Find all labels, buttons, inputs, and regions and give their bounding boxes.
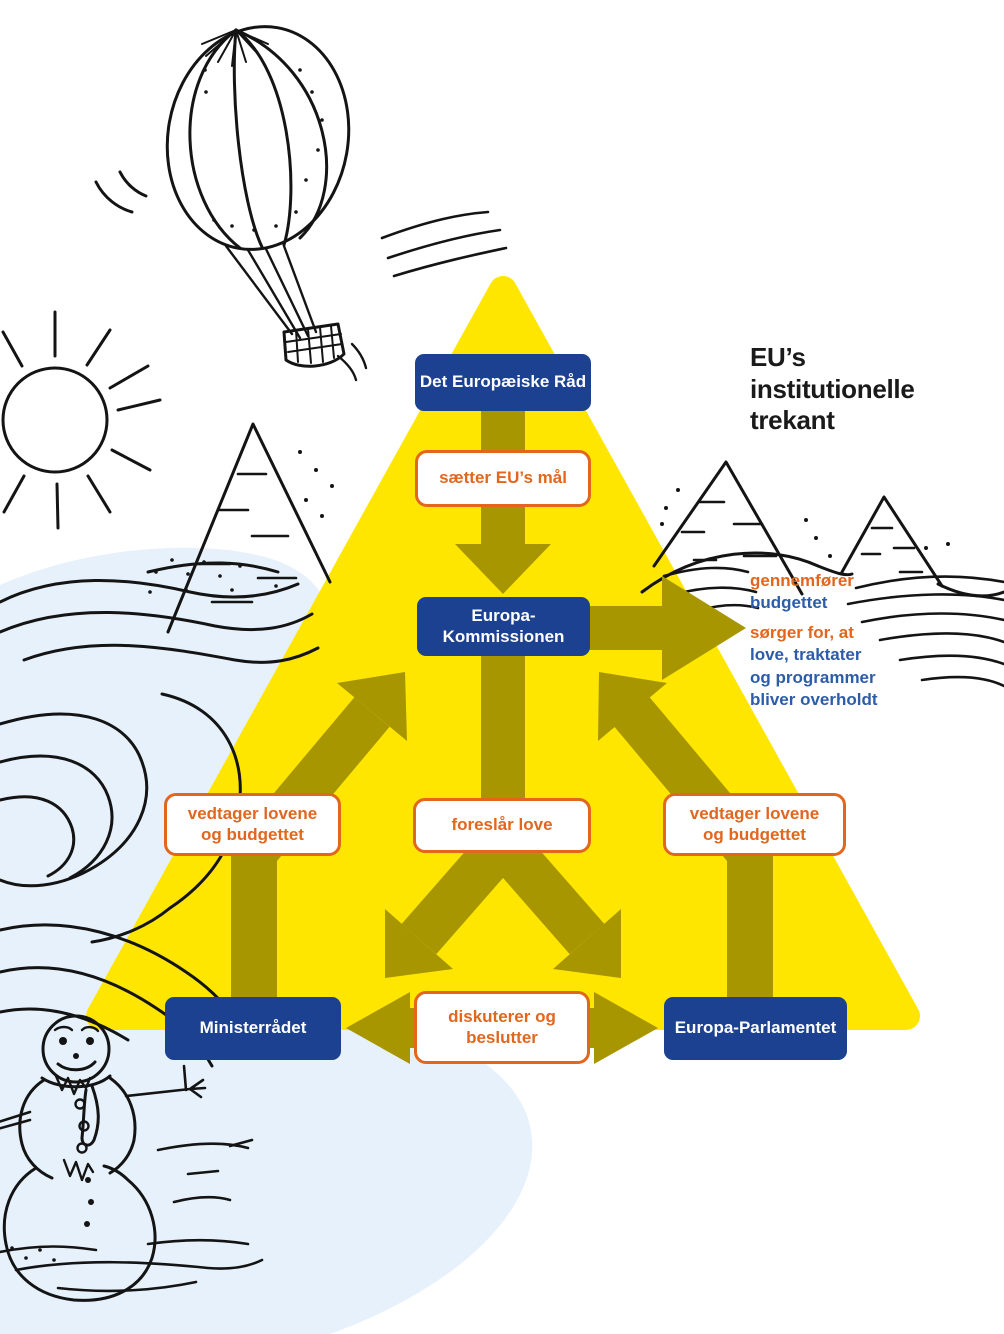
infographic-title: EU’s institutionelle trekant: [750, 342, 915, 436]
arrow-foreslaar-split: [385, 656, 621, 978]
note-soerger-for: sørger for, at love, traktater og progra…: [750, 622, 990, 712]
label-foreslaar-love: foreslår love: [413, 798, 591, 853]
node-det-europaeiske-raad: Det Europæiske Råd: [415, 354, 591, 411]
note-budgettet: budgettet: [750, 593, 828, 613]
hot-air-balloon-illustration: [94, 25, 508, 382]
label-saetter-eus-maal: sætter EU’s mål: [415, 450, 591, 507]
note-soerger-for-rest: love, traktater og programmer bliver ove…: [750, 645, 878, 710]
note-gennemfoerer-budgettet: gennemfører budgettet: [750, 570, 990, 615]
node-europa-kommissionen: Europa- Kommissionen: [417, 597, 590, 656]
node-europa-parlamentet: Europa-Parlamentet: [664, 997, 847, 1060]
sun-illustration: [1, 310, 162, 530]
snowman-illustration: [0, 1014, 264, 1302]
label-diskuterer-beslutter: diskuterer og beslutter: [414, 991, 590, 1064]
arrow-kommissionen-right: [585, 576, 746, 680]
label-vedtager-hoejre: vedtager lovene og budgettet: [663, 793, 846, 856]
node-ministerraadet: Ministerrådet: [165, 997, 341, 1060]
label-vedtager-venstre: vedtager lovene og budgettet: [164, 793, 341, 856]
rolling-hills-illustration: [640, 460, 1004, 688]
note-gennemfoerer: gennemfører: [750, 571, 854, 590]
snow-blob: [0, 981, 533, 1334]
note-soerger-for-lead: sørger for, at: [750, 623, 854, 642]
